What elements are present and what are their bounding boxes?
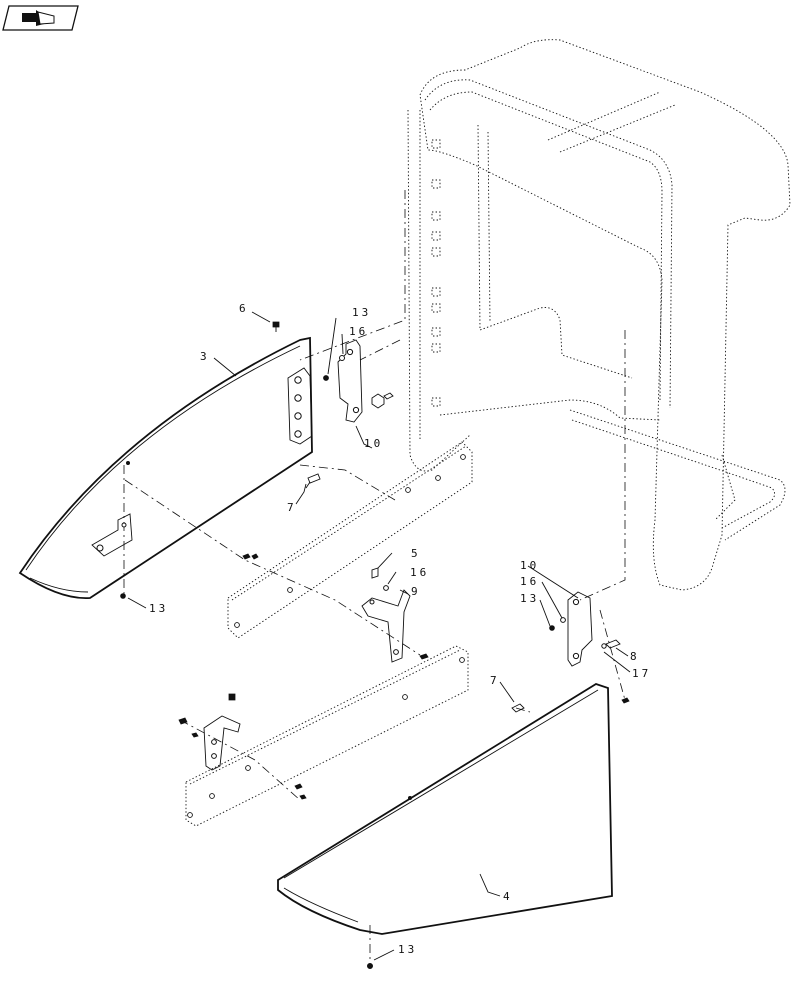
callout-9: 9: [411, 585, 418, 598]
callout-6: 6: [239, 302, 246, 315]
callout-5: 5: [411, 547, 418, 560]
callout-16: 16: [520, 575, 539, 588]
callout-8: 8: [630, 650, 637, 663]
bracket-lower-left: [203, 715, 241, 771]
page-navigation-arrow-icon[interactable]: [2, 5, 79, 31]
callout-7: 7: [490, 674, 497, 687]
callout-16: 16: [410, 566, 429, 579]
upper-mounting-rail: [227, 441, 473, 639]
callout-labels: 6 3 13 16 10 7 13 5 16 9 10 16 13 8 17 7…: [149, 302, 651, 956]
callout-leader-lines: [127, 311, 631, 961]
right-fender-panel: [277, 683, 613, 935]
callout-17: 17: [632, 667, 651, 680]
callout-13: 13: [352, 306, 371, 319]
hinge-plate-left: [287, 367, 313, 445]
callout-16: 16: [349, 325, 368, 338]
lower-mounting-rail: [185, 645, 469, 827]
cab-body-outline: [407, 39, 791, 591]
callout-4: 4: [503, 890, 510, 903]
left-fender-panel: [18, 336, 313, 599]
bracket-10-right: [567, 591, 593, 667]
callout-13: 13: [520, 592, 539, 605]
callout-10: 10: [520, 559, 539, 572]
callout-10: 10: [364, 437, 383, 450]
bracket-10-upper: [337, 339, 394, 423]
callout-3: 3: [200, 350, 207, 363]
callout-7: 7: [287, 501, 294, 514]
fasteners: [120, 321, 630, 970]
callout-13: 13: [149, 602, 168, 615]
bracket-9: [361, 589, 411, 663]
callout-13: 13: [398, 943, 417, 956]
